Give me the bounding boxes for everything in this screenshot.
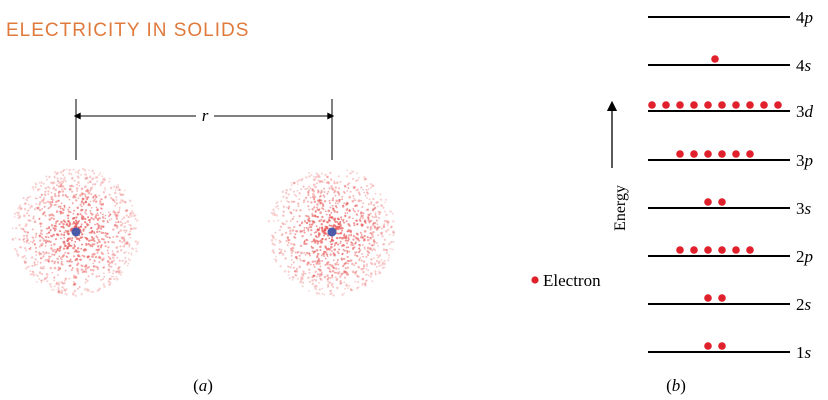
level-label-3d: 3d	[796, 102, 814, 121]
electron-3p-2	[690, 150, 698, 158]
level-label-3p: 3p	[796, 151, 813, 170]
electron-3p-4	[718, 150, 726, 158]
electron-3d-8	[746, 101, 754, 109]
electron-2p-4	[718, 246, 726, 254]
electron-3d-7	[732, 101, 740, 109]
electron-legend-label: Electron	[543, 271, 601, 290]
electron-3d-2	[662, 101, 670, 109]
distance-label: r	[202, 106, 209, 125]
electron-legend-dot	[531, 276, 539, 284]
electron-2p-2	[690, 246, 698, 254]
electron-3d-1	[648, 101, 656, 109]
electron-1s-2	[718, 342, 726, 350]
electron-3p-5	[732, 150, 740, 158]
level-label-2s: 2s	[796, 295, 812, 314]
energy-axis-label: Energy	[612, 185, 629, 231]
electron-2p-3	[704, 246, 712, 254]
level-label-2p: 2p	[796, 247, 813, 266]
nucleus-right	[327, 227, 337, 237]
electron-1s-1	[704, 342, 712, 350]
electron-3d-6	[718, 101, 726, 109]
level-label-3s: 3s	[796, 199, 812, 218]
panel-a: r (a)	[11, 99, 396, 395]
panel-b: Energy Electron 4p 4s 3d 3p 3s 2p 2s 1s (b)	[531, 8, 814, 395]
page-title: ELECTRICITY IN SOLIDS	[6, 20, 250, 41]
electron-3d-4	[690, 101, 698, 109]
electron-2s-1	[704, 294, 712, 302]
electron-2p-5	[732, 246, 740, 254]
energy-levels: 4p 4s 3d 3p 3s 2p 2s 1s	[648, 8, 814, 362]
electron-3p-1	[676, 150, 684, 158]
level-label-4s: 4s	[796, 56, 812, 75]
electron-3p-6	[746, 150, 754, 158]
electron-cloud-left	[11, 167, 140, 297]
electron-2p-1	[676, 246, 684, 254]
electron-3s-2	[718, 198, 726, 206]
nucleus-left	[71, 227, 81, 237]
level-label-1s: 1s	[796, 343, 812, 362]
electron-2s-2	[718, 294, 726, 302]
electron-3d-5	[704, 101, 712, 109]
electron-3d-9	[760, 101, 768, 109]
electron-3s-1	[704, 198, 712, 206]
electron-3d-10	[774, 101, 782, 109]
caption-a: (a)	[193, 376, 213, 395]
electron-4s-1	[711, 55, 719, 63]
electron-2p-6	[746, 246, 754, 254]
caption-b: (b)	[666, 376, 686, 395]
electron-3p-3	[704, 150, 712, 158]
electron-3d-3	[676, 101, 684, 109]
level-label-4p: 4p	[796, 8, 813, 27]
